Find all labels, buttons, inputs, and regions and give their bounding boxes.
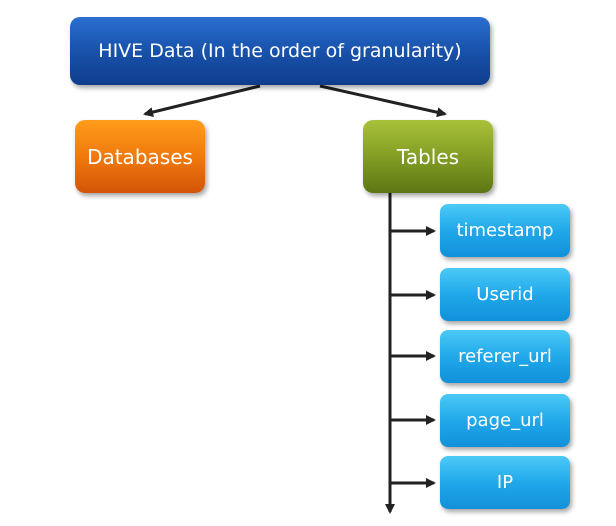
field-label: Userid [476, 284, 534, 305]
field-label: referer_url [458, 346, 552, 367]
tables-label: Tables [396, 144, 460, 169]
field-label: page_url [466, 410, 544, 431]
hive-data-root-label: HIVE Data (In the order of granularity) [98, 40, 462, 62]
field-box-timestamp: timestamp [440, 204, 570, 257]
field-box-page-url: page_url [440, 394, 570, 447]
field-label: timestamp [456, 220, 554, 241]
field-box-referer-url: referer_url [440, 330, 570, 383]
tables-box: Tables [363, 120, 493, 193]
arrow-root-to-databases [143, 84, 261, 117]
field-box-userid: Userid [440, 268, 570, 321]
hive-data-root-box: HIVE Data (In the order of granularity) [70, 17, 490, 85]
databases-label: Databases [87, 144, 193, 169]
field-box-ip: IP [440, 456, 570, 509]
databases-box: Databases [75, 120, 205, 193]
arrow-root-to-tables [319, 84, 447, 118]
field-label: IP [496, 472, 514, 493]
